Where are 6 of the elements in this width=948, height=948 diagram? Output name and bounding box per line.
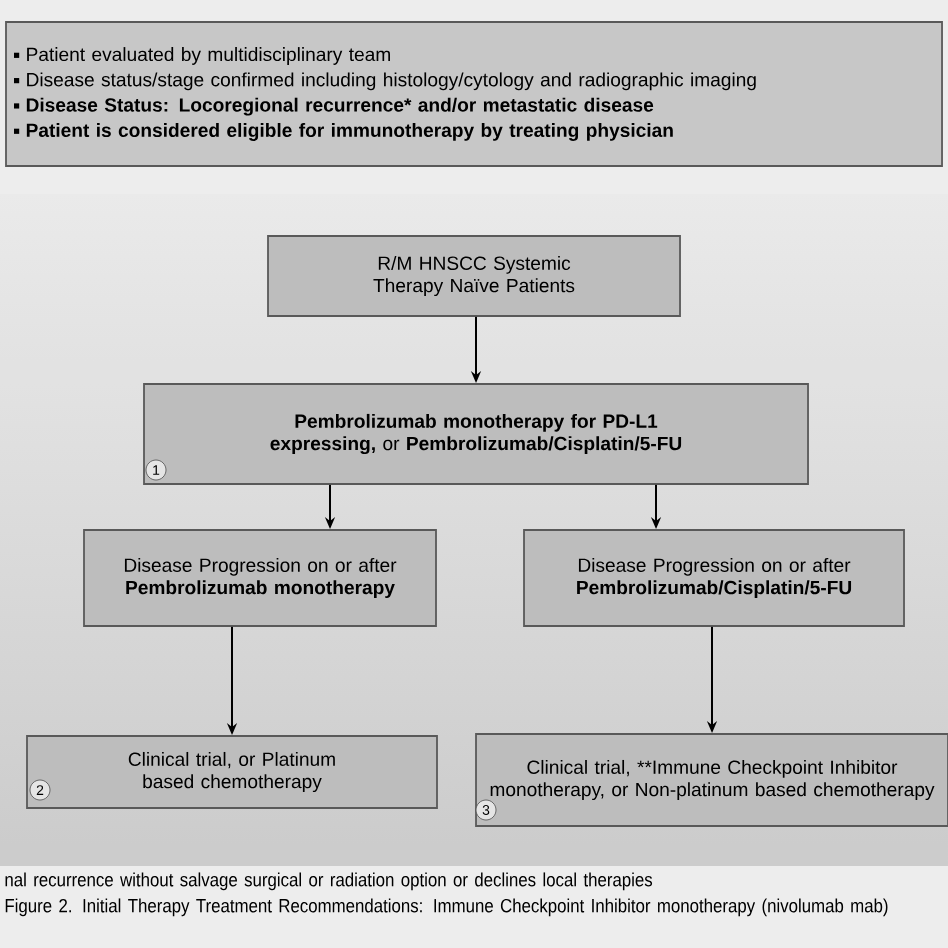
- caption: Figure 2. Initial Therapy Treatment Recommendations: Immune Checkpoint Inhibitor monotherapy (nivolumab mab): [5, 898, 888, 917]
- footnote: nal recurrence without salvage surgical or radiation option or declines local therapies: [5, 872, 653, 891]
- criteria-box: Patient evaluated by multidisciplinary team Disease status/stage confirmed including histology/cytology and radiographic imaging Disease Status: Locoregional recurrence* and/or metastatic disease Patient is considered eligible for immunotherapy by treating physician: [5, 21, 943, 167]
- process-box: Disease Progression on or after Pembrolizumab/Cisplatin/5-FU: [523, 529, 905, 627]
- process-box: R/M HNSCC Systemic Therapy Naïve Patients: [267, 235, 681, 317]
- process-box: Disease Progression on or after Pembrolizumab monotherapy: [83, 529, 437, 627]
